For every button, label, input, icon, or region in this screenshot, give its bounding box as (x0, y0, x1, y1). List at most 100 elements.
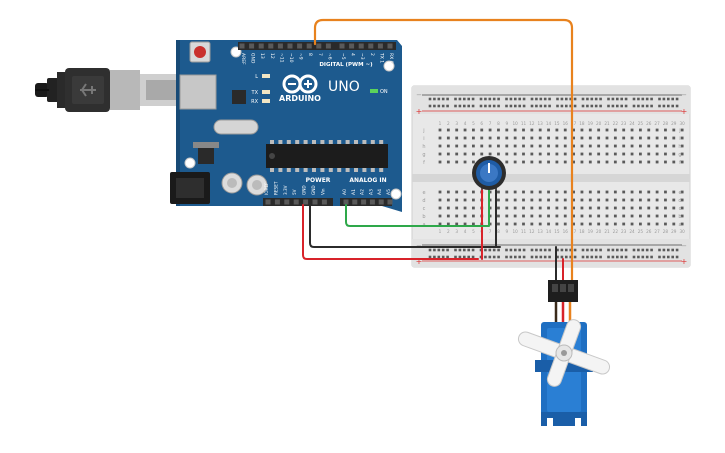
breadboard-hole (505, 222, 509, 226)
rail-hole (632, 104, 636, 108)
power-pin-hole (303, 199, 309, 205)
micro-servo-icon[interactable] (517, 280, 612, 426)
breadboard-hole (555, 136, 559, 140)
breadboard-hole (438, 136, 442, 140)
column-number: 1 (439, 121, 442, 126)
digital-pin-label: ~11 (278, 53, 284, 63)
breadboard-hole (597, 152, 601, 156)
chip-pin (312, 140, 316, 144)
signal-wire[interactable] (313, 18, 574, 294)
analog-pin-hole (387, 199, 393, 205)
usb-cable-icon (35, 68, 182, 112)
column-number: 15 (554, 229, 560, 234)
rail-hole (463, 104, 466, 108)
breadboard-hole (680, 152, 684, 156)
rail-hole (565, 248, 568, 252)
power-wire[interactable] (302, 204, 479, 260)
breadboard-hole (538, 128, 542, 132)
breadboard-hole (513, 222, 517, 226)
column-number: 5 (472, 229, 475, 234)
breadboard-hole (530, 128, 534, 132)
breadboard-hole (480, 136, 484, 140)
crystal (213, 119, 259, 135)
breadboard-hole (463, 128, 467, 132)
breadboard-hole (455, 136, 459, 140)
potentiometer-knob-icon[interactable] (472, 156, 506, 190)
power-pin-label: GND (311, 185, 316, 195)
rail-hole (611, 248, 615, 252)
breadboard-hole (647, 128, 651, 132)
digital-pin-hole (287, 43, 293, 49)
analog-pin-hole (343, 199, 349, 205)
rail-hole (441, 97, 445, 101)
breadboard-hole (613, 128, 617, 132)
power-pin-hole (274, 199, 280, 205)
breadboard-hole (605, 222, 609, 226)
digital-pin-label: 7 (317, 53, 323, 56)
breadboard-hole (497, 206, 500, 210)
breadboard-hole (672, 190, 676, 194)
breadboard-hole (613, 222, 617, 226)
rail-hole (599, 104, 602, 108)
breadboard-hole (597, 222, 601, 226)
breadboard-hole (547, 190, 550, 194)
breadboard-hole (680, 136, 684, 140)
breadboard-hole (455, 206, 459, 210)
breadboard-hole (522, 152, 525, 156)
breadboard-hole (630, 160, 634, 164)
rail-hole (624, 255, 628, 259)
breadboard-hole (630, 190, 634, 194)
rail-hole (650, 104, 653, 108)
rail-hole (522, 104, 526, 108)
rail-hole (560, 255, 564, 259)
breadboard-hole (672, 206, 676, 210)
rail-hole (484, 97, 487, 101)
row-label: e (678, 190, 681, 196)
breadboard-hole (613, 144, 617, 148)
breadboard-hole (555, 206, 559, 210)
rail-hole (522, 97, 526, 101)
ground-wire[interactable] (309, 204, 501, 248)
breadboard-hole (622, 144, 626, 148)
breadboard-hole (580, 136, 584, 140)
digital-pin-label: RX 0 (388, 53, 394, 64)
column-number: 24 (629, 229, 635, 234)
breadboard-hole (639, 214, 642, 218)
rail-hole (624, 97, 628, 101)
digital-pin-label: ~9 (298, 53, 304, 60)
breadboard-hole (639, 136, 642, 140)
rail-hole (650, 248, 653, 252)
chip-pins (270, 140, 384, 172)
rail-hole (556, 97, 559, 101)
rail-hole (662, 97, 666, 101)
breadboard-hole (472, 206, 475, 210)
breadboard-hole (639, 128, 642, 132)
rail-hole (437, 248, 441, 252)
breadboard-hole (455, 214, 459, 218)
rail-hole (471, 255, 475, 259)
column-number: 25 (638, 229, 644, 234)
reset-button[interactable] (189, 41, 211, 63)
rail-hole (488, 255, 492, 259)
rail-hole (543, 255, 547, 259)
breadboard-hole (547, 214, 550, 218)
rail-hole (543, 97, 547, 101)
breadboard-hole (463, 190, 467, 194)
rail-hole (428, 104, 432, 108)
breadboard-hole (472, 152, 475, 156)
rail-hole (586, 255, 589, 259)
breadboard-hole (672, 222, 676, 226)
rail-hole (611, 255, 615, 259)
digital-pin-hole (377, 43, 383, 49)
rail-hole (548, 97, 551, 101)
chip-pin (362, 140, 367, 144)
analog-wire[interactable] (345, 182, 490, 227)
column-number: 4 (464, 229, 467, 234)
breadboard-hole (622, 160, 626, 164)
breadboard-hole (488, 136, 492, 140)
breadboard-hole (497, 214, 500, 218)
breadboard-hole (572, 144, 575, 148)
arduino-brand-label: ARDUINO (279, 94, 321, 103)
breadboard-hole (672, 128, 676, 132)
